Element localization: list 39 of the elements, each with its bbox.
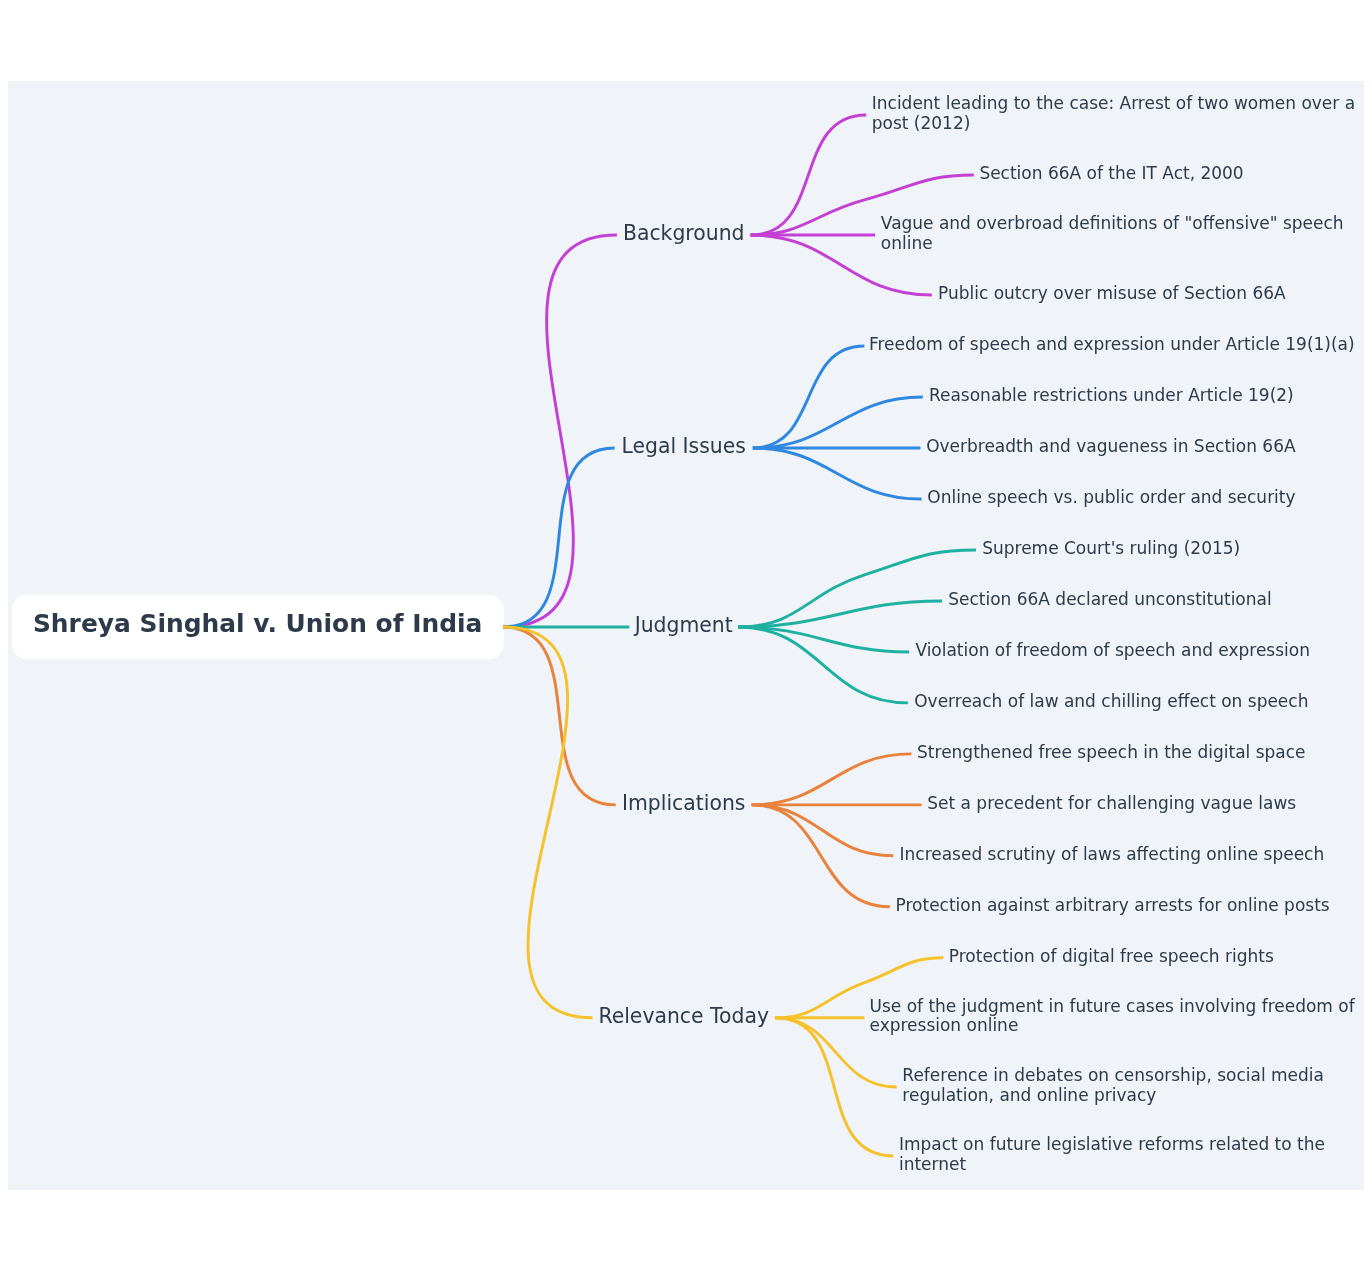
node-text: Violation of freedom of speech and expression <box>915 639 1310 660</box>
connector <box>502 625 617 807</box>
node-text: Incident leading to the case: Arrest of two women over a post (2012) <box>871 93 1356 133</box>
node-text: Reference in debates on censorship, social media regulation, and online privacy <box>902 1065 1324 1105</box>
connector <box>502 233 618 629</box>
node-text: Section 66A of the IT Act, 2000 <box>979 162 1244 183</box>
node-text: Protection against arbitrary arrests for online posts <box>895 894 1330 915</box>
node-text: Set a precedent for challenging vague laws <box>927 792 1297 813</box>
node-text: Online speech vs. public order and security <box>927 486 1296 507</box>
node-text: Relevance Today <box>598 1003 770 1028</box>
connector <box>752 344 865 450</box>
node-text: Implications <box>622 790 746 815</box>
node-text: Strengthened free speech in the digital space <box>917 741 1306 762</box>
node-text: Overreach of law and chilling effect on speech <box>914 690 1309 711</box>
node-text: Section 66A declared unconstitutional <box>948 588 1272 609</box>
connector <box>502 446 615 629</box>
node-text: Use of the judgment in future cases involving freedom of expression online <box>869 996 1355 1036</box>
connector <box>750 233 932 297</box>
connector <box>750 113 867 237</box>
node-text: Legal Issues <box>621 434 746 459</box>
connector <box>738 625 909 705</box>
connector <box>738 599 943 629</box>
node-text: Judgment <box>634 612 733 637</box>
node-text: Impact on future legislative reforms related to the internet <box>898 1134 1325 1174</box>
connector <box>774 1016 894 1158</box>
connector <box>738 548 976 629</box>
node-text: Supreme Court's ruling (2015) <box>982 537 1241 558</box>
node-box: Shreya Singhal v. Union of India <box>12 594 504 660</box>
node-text: Background <box>622 221 745 246</box>
node-text: Public outcry over misuse of Section 66A <box>938 283 1286 304</box>
connector <box>751 803 891 909</box>
node-text: Freedom of speech and expression under Article 19(1)(a) <box>868 334 1355 355</box>
node-text: Protection of digital free speech rights <box>948 945 1274 966</box>
node-text: Vague and overbroad definitions of "offensive" speech online <box>880 213 1344 253</box>
node-text: Reasonable restrictions under Article 19(2) <box>928 385 1294 406</box>
node-text: Overbreadth and vagueness in Section 66A <box>926 435 1296 456</box>
connector <box>502 625 593 1020</box>
connector <box>752 446 922 501</box>
node-text: Increased scrutiny of laws affecting online speech <box>899 843 1325 864</box>
